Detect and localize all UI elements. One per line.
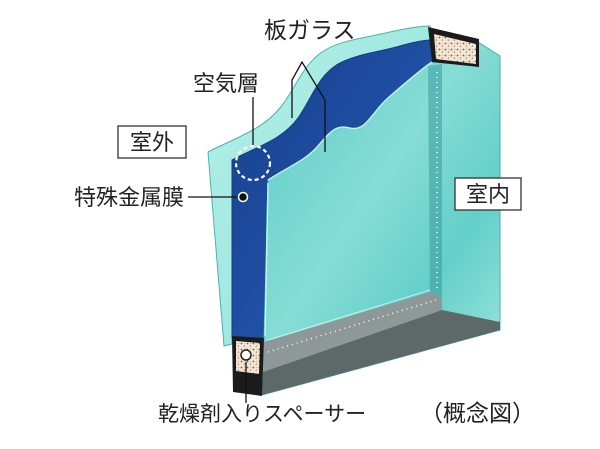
spacer-bottom-left-hole: [240, 349, 252, 361]
glass-cut-edge-highlight: [267, 61, 433, 181]
glass-edge-highlight-left: [264, 182, 269, 337]
air-layer-dashed-circle: [234, 144, 272, 182]
air-layer-label: 空気層: [193, 72, 259, 97]
metal-film-marker-dot: [237, 191, 249, 203]
outdoor-label: 室外: [130, 131, 174, 156]
special-metal-film-label: 特殊金属膜: [74, 186, 184, 211]
spacer-frame-bottom-shadow: [262, 310, 500, 395]
indoor-label: 室内: [466, 183, 510, 208]
spacer-top-right-desiccant: [434, 34, 476, 64]
glass-edge-highlight-bottom: [267, 289, 431, 341]
desiccant-spacer-label: 乾燥剤入りスペーサー: [158, 402, 366, 426]
flat-glass-label: 板ガラス: [264, 18, 356, 44]
outdoor-label-box: [117, 125, 187, 159]
indoor-label-box: [454, 177, 522, 211]
spacer-frame-right-band: [428, 64, 442, 298]
flat-glass-leader-bracket: [291, 60, 326, 152]
diagram-caption: （概念図）: [420, 401, 535, 427]
